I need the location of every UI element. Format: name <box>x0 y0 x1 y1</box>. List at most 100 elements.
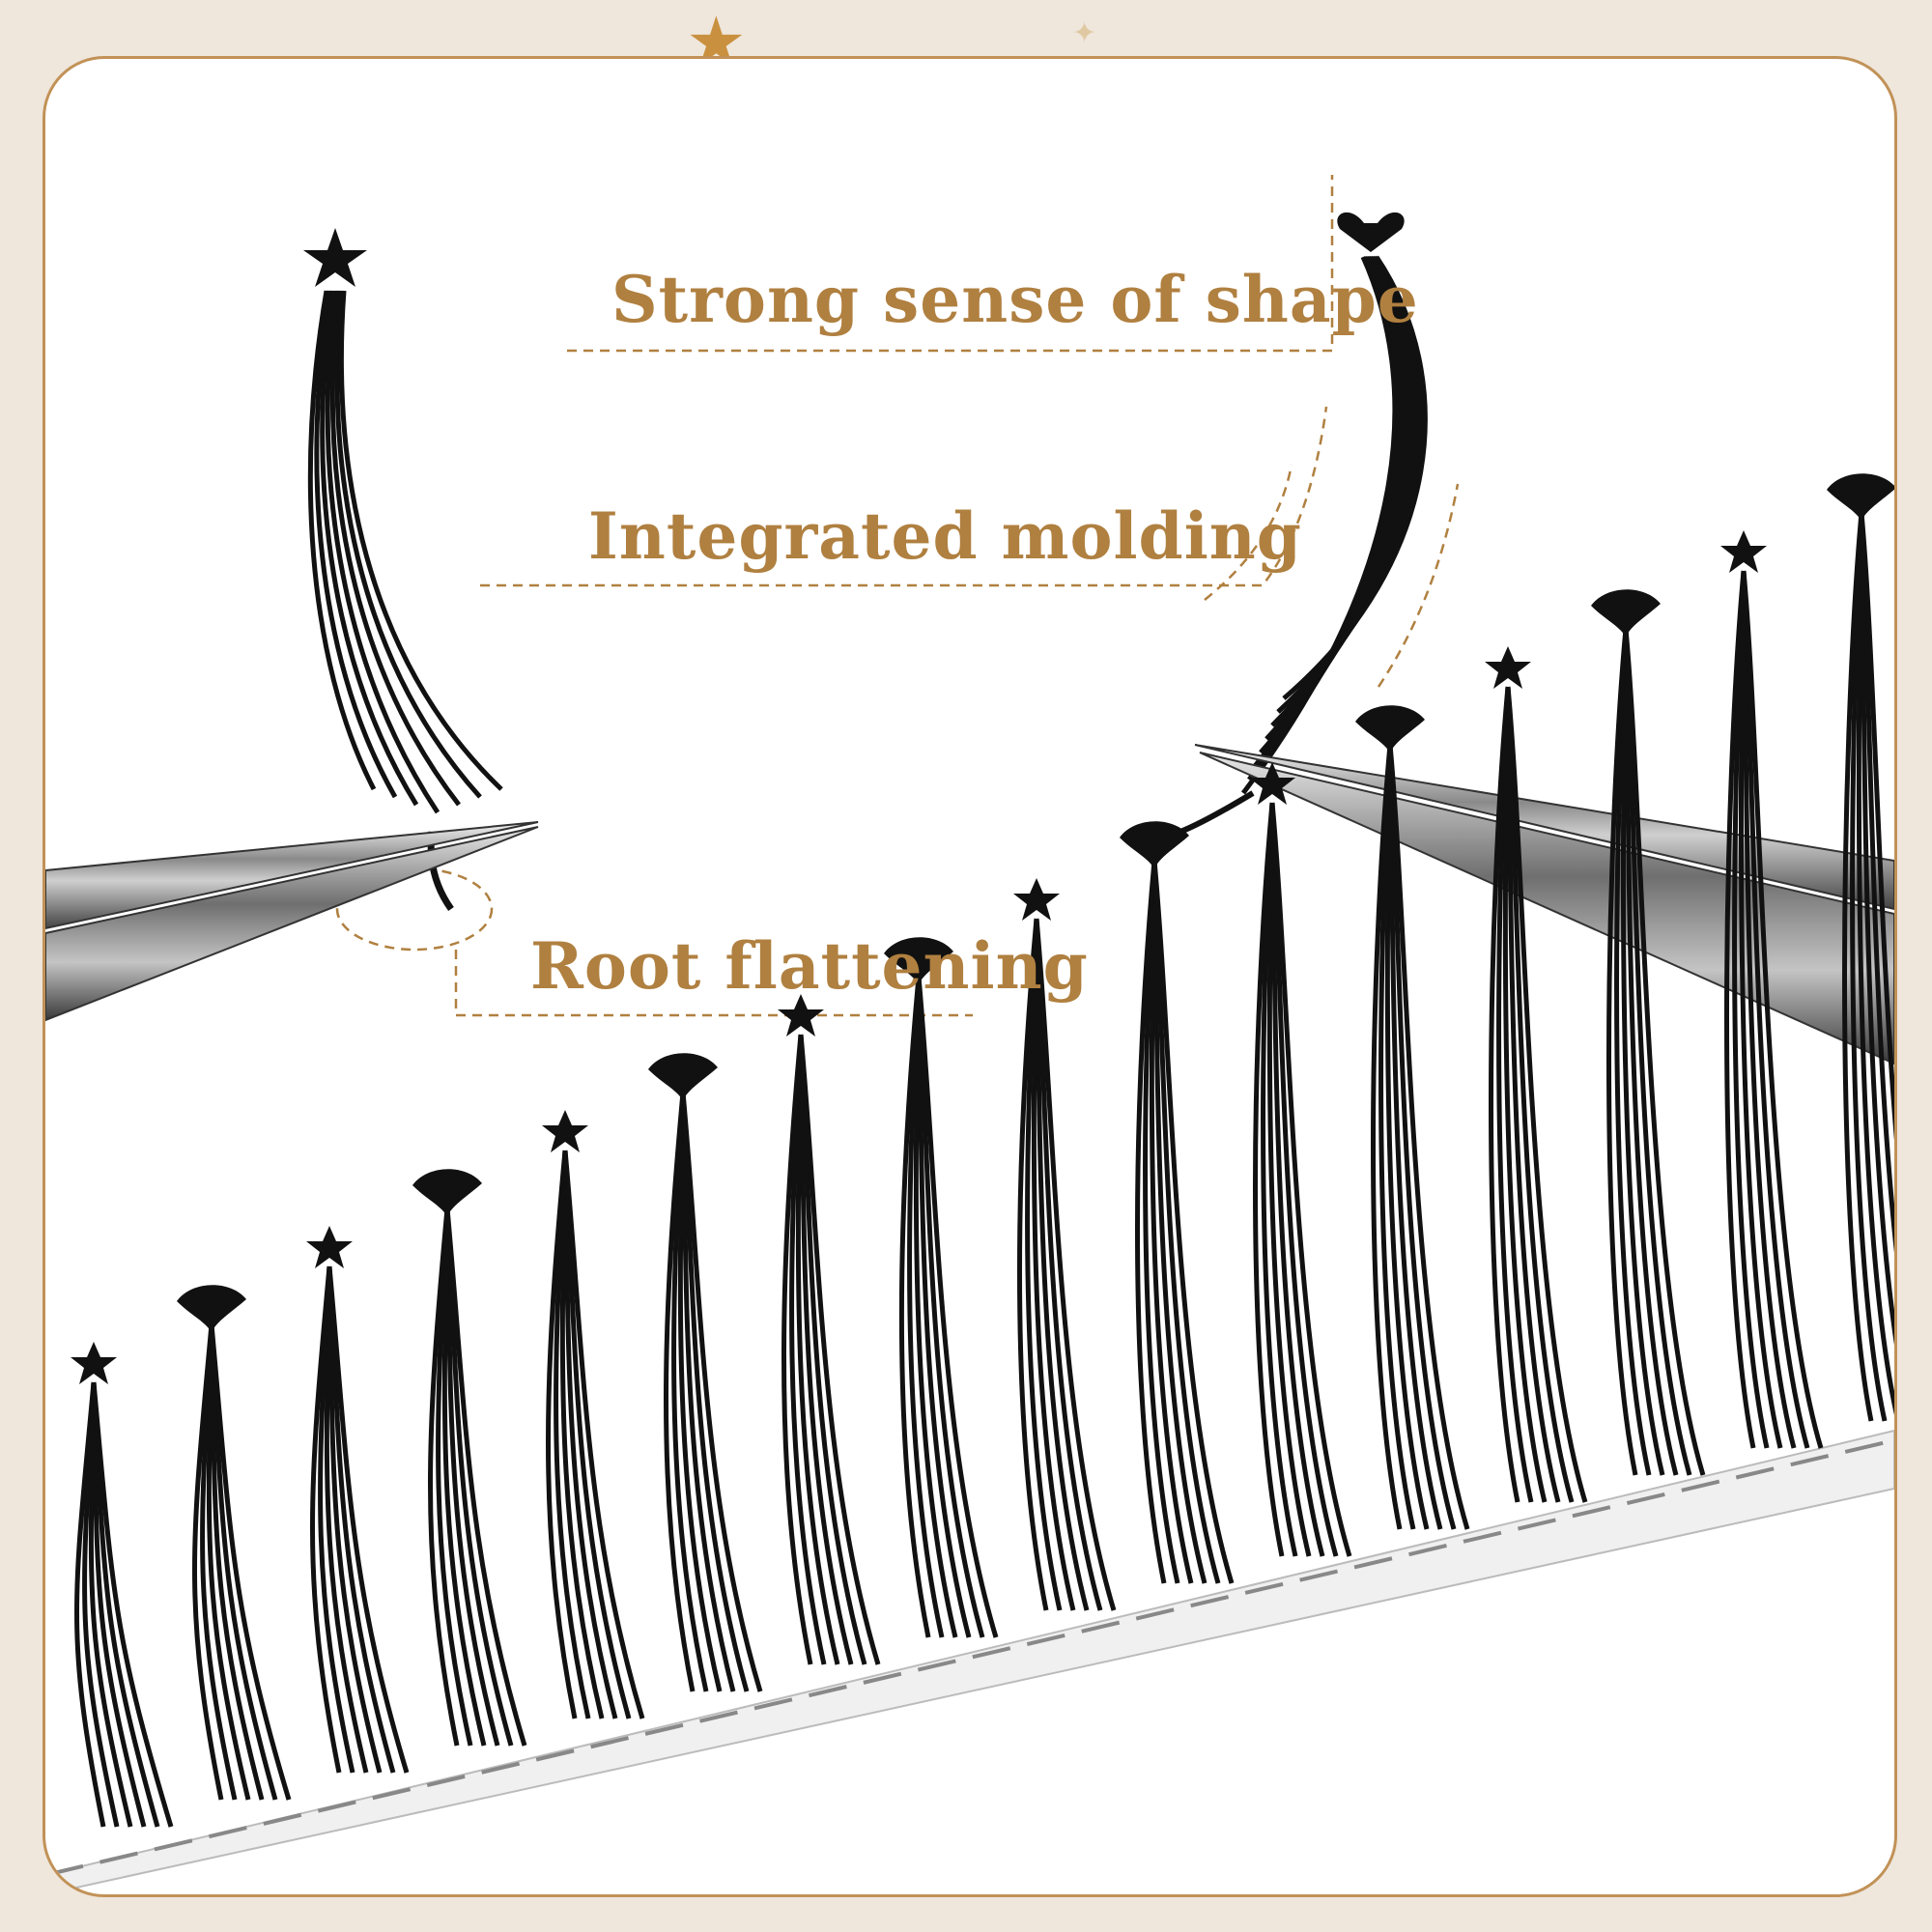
lash-strand <box>1623 628 1692 1476</box>
star-icon <box>1485 646 1531 689</box>
lash-strand <box>318 1265 355 1774</box>
lash-strand <box>1034 918 1103 1611</box>
lash-strand <box>1149 860 1194 1584</box>
lash-strand <box>88 1381 133 1828</box>
star-icon <box>778 994 824 1037</box>
lash-strand <box>899 976 931 1638</box>
lash-strand <box>1151 860 1221 1584</box>
lash-strand <box>338 290 503 791</box>
lash-strand <box>1269 802 1339 1557</box>
lash-strand <box>1859 512 1894 1254</box>
lash-strand <box>91 1381 160 1828</box>
strip-lash-cluster <box>177 1285 292 1801</box>
lash-strand <box>1387 744 1443 1530</box>
lash-strand <box>1842 512 1874 1422</box>
lash-strand <box>1606 628 1638 1476</box>
strip-lash-cluster <box>1355 705 1470 1530</box>
lash-strand <box>82 1381 120 1828</box>
strip-lash-cluster <box>412 1169 527 1747</box>
lash-strand <box>1151 860 1235 1584</box>
lash-strand <box>314 290 398 799</box>
lash-strand <box>74 1381 106 1828</box>
lash-strand <box>1034 918 1117 1611</box>
lash-strand <box>1269 802 1325 1557</box>
strip-lash-cluster <box>1720 530 1824 1449</box>
lash-strand <box>1859 512 1894 1346</box>
lash-strand <box>192 1323 224 1801</box>
lash-strand <box>329 290 461 807</box>
lash-strand <box>1017 918 1049 1611</box>
lash-strand <box>1850 512 1888 1422</box>
star-icon <box>306 1226 353 1268</box>
heart-icon <box>1120 821 1189 868</box>
lash-strand <box>1261 802 1298 1557</box>
right-heart-lash <box>1240 212 1428 795</box>
lash-strand <box>1378 744 1416 1530</box>
lash-strand <box>209 1323 265 1801</box>
lash-strand <box>1387 744 1470 1530</box>
lash-strand <box>1859 512 1894 1141</box>
lash-strand <box>209 1323 278 1801</box>
lash-strand <box>1489 686 1520 1503</box>
lash-strand <box>1282 255 1428 700</box>
lash-strand <box>1724 570 1756 1449</box>
lash-strand <box>1738 570 1783 1449</box>
callout-integrated-molding: Integrated molding <box>588 498 1302 574</box>
lash-strand <box>327 1265 383 1774</box>
lash-strand <box>444 1208 500 1747</box>
lash-strand <box>664 1092 696 1692</box>
heart-icon <box>1337 212 1405 252</box>
callout-line-molding <box>480 406 1328 587</box>
lash-strand <box>1505 686 1561 1503</box>
lash-strand <box>307 290 377 791</box>
lash-strand <box>327 1265 396 1774</box>
lash-strand <box>562 1150 618 1719</box>
lash-strand <box>1856 512 1894 1415</box>
lash-strand <box>310 1265 342 1774</box>
lash-strip <box>45 473 1894 1894</box>
lash-strand <box>200 1323 238 1801</box>
lash-strand <box>677 1092 723 1692</box>
lash-strand <box>562 1150 645 1719</box>
lash-strand <box>1031 918 1076 1611</box>
callout-line-root <box>454 950 973 1017</box>
lash-strand <box>444 1208 514 1747</box>
lash-strand <box>1253 802 1285 1557</box>
lash-strand <box>1151 860 1208 1584</box>
lash-strand <box>1269 802 1352 1557</box>
star-icon <box>1720 530 1767 573</box>
lash-strand <box>1741 570 1810 1449</box>
strip-lash-cluster <box>1013 878 1117 1611</box>
lash-strand <box>441 1208 487 1747</box>
lash-strand <box>1620 628 1665 1476</box>
lash-strand <box>1496 686 1534 1503</box>
strip-lash-cluster <box>1591 589 1706 1476</box>
lash-strand <box>1614 628 1652 1476</box>
callout-root-flattening: Root flattening <box>530 928 1089 1004</box>
lash-strand <box>798 1034 854 1665</box>
lash-strand <box>325 290 440 814</box>
heart-icon <box>1591 589 1661 637</box>
lash-strand <box>562 1150 632 1719</box>
lash-illustration <box>45 175 1894 1894</box>
lash-strand <box>554 1150 591 1719</box>
strip-lash-cluster <box>1827 473 1894 1422</box>
lash-strand <box>1025 918 1063 1611</box>
lash-strand <box>324 1265 369 1774</box>
lash-strand <box>1384 744 1430 1530</box>
lash-band <box>45 1429 1894 1894</box>
lash-strand <box>444 1208 527 1747</box>
lash-strand <box>671 1092 709 1692</box>
lash-strand <box>1371 744 1403 1530</box>
heart-icon <box>648 1053 718 1100</box>
left-tweezers <box>45 821 539 1022</box>
lash-strand <box>1623 628 1679 1476</box>
lash-strand <box>1732 570 1770 1449</box>
lash-strand <box>428 1208 460 1747</box>
lash-strand <box>907 976 945 1638</box>
lash-strand <box>916 976 985 1638</box>
strip-lash-cluster <box>648 1053 763 1692</box>
lash-strand <box>795 1034 840 1665</box>
band-dashes <box>45 1438 1894 1877</box>
product-card: Strong sense of shape Integrated molding… <box>43 56 1897 1897</box>
